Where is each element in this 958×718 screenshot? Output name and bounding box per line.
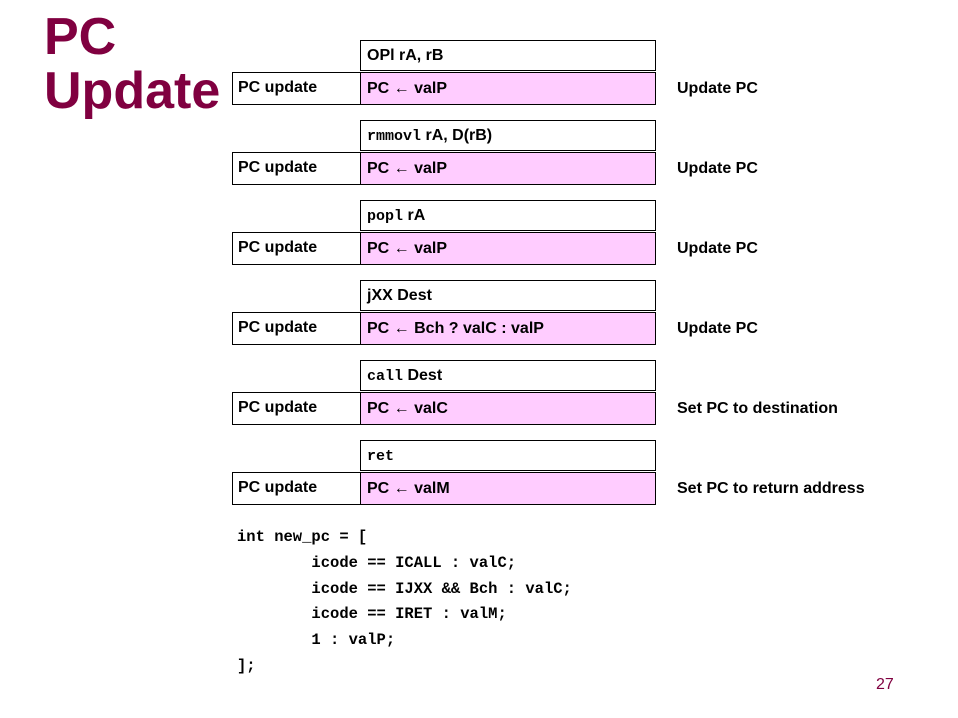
instruction-operands: rA <box>403 207 426 224</box>
instruction-box: call Dest <box>360 360 656 391</box>
instruction-mnemonic: popl <box>367 208 404 225</box>
code-line: icode == IRET : valM; <box>237 605 507 624</box>
instruction-operands: jXX Dest <box>367 287 432 304</box>
instruction-box: popl rA <box>360 200 656 231</box>
slide-title: PC Update <box>44 10 220 118</box>
code-line: ]; <box>237 656 256 675</box>
stage-action: PC ← valP <box>360 72 656 105</box>
stage-label: PC update <box>232 72 361 105</box>
stage-comment: Update PC <box>677 240 758 257</box>
page-number: 27 <box>876 676 894 693</box>
stage-label: PC update <box>232 472 361 505</box>
instruction-box: rmmovl rA, D(rB) <box>360 120 656 151</box>
code-line: icode == IJXX && Bch : valC; <box>237 579 572 598</box>
hcl-code-block: int new_pc = [ icode == ICALL : valC; ic… <box>237 525 572 680</box>
stage-action: PC ← valM <box>360 472 656 505</box>
stage-action: PC ← valP <box>360 232 656 265</box>
instruction-mnemonic: rmmovl <box>367 128 422 145</box>
stage-action: PC ← valC <box>360 392 656 425</box>
stage-label: PC update <box>232 152 361 185</box>
code-line: int new_pc = [ <box>237 528 368 546</box>
instruction-operands: Dest <box>403 367 443 384</box>
stage-comment: Set PC to return address <box>677 480 865 497</box>
stage-comment: Update PC <box>677 160 758 177</box>
instruction-box: ret <box>360 440 656 471</box>
code-line: icode == ICALL : valC; <box>237 553 517 572</box>
stage-label: PC update <box>232 392 361 425</box>
slide-title-line1: PC <box>44 8 117 66</box>
slide-title-line2: Update <box>44 62 221 120</box>
stage-comment: Update PC <box>677 320 758 337</box>
instruction-mnemonic: ret <box>367 448 395 465</box>
code-line: 1 : valP; <box>237 631 396 650</box>
stage-action: PC ← valP <box>360 152 656 185</box>
stage-comment: Update PC <box>677 80 758 97</box>
stage-label: PC update <box>232 232 361 265</box>
stage-comment: Set PC to destination <box>677 400 838 417</box>
instruction-operands: OPl rA, rB <box>367 47 444 64</box>
instruction-box: jXX Dest <box>360 280 656 311</box>
instruction-box: OPl rA, rB <box>360 40 656 71</box>
stage-action: PC ← Bch ? valC : valP <box>360 312 656 345</box>
instruction-operands: rA, D(rB) <box>421 127 493 144</box>
instruction-mnemonic: call <box>367 368 404 385</box>
stage-label: PC update <box>232 312 361 345</box>
